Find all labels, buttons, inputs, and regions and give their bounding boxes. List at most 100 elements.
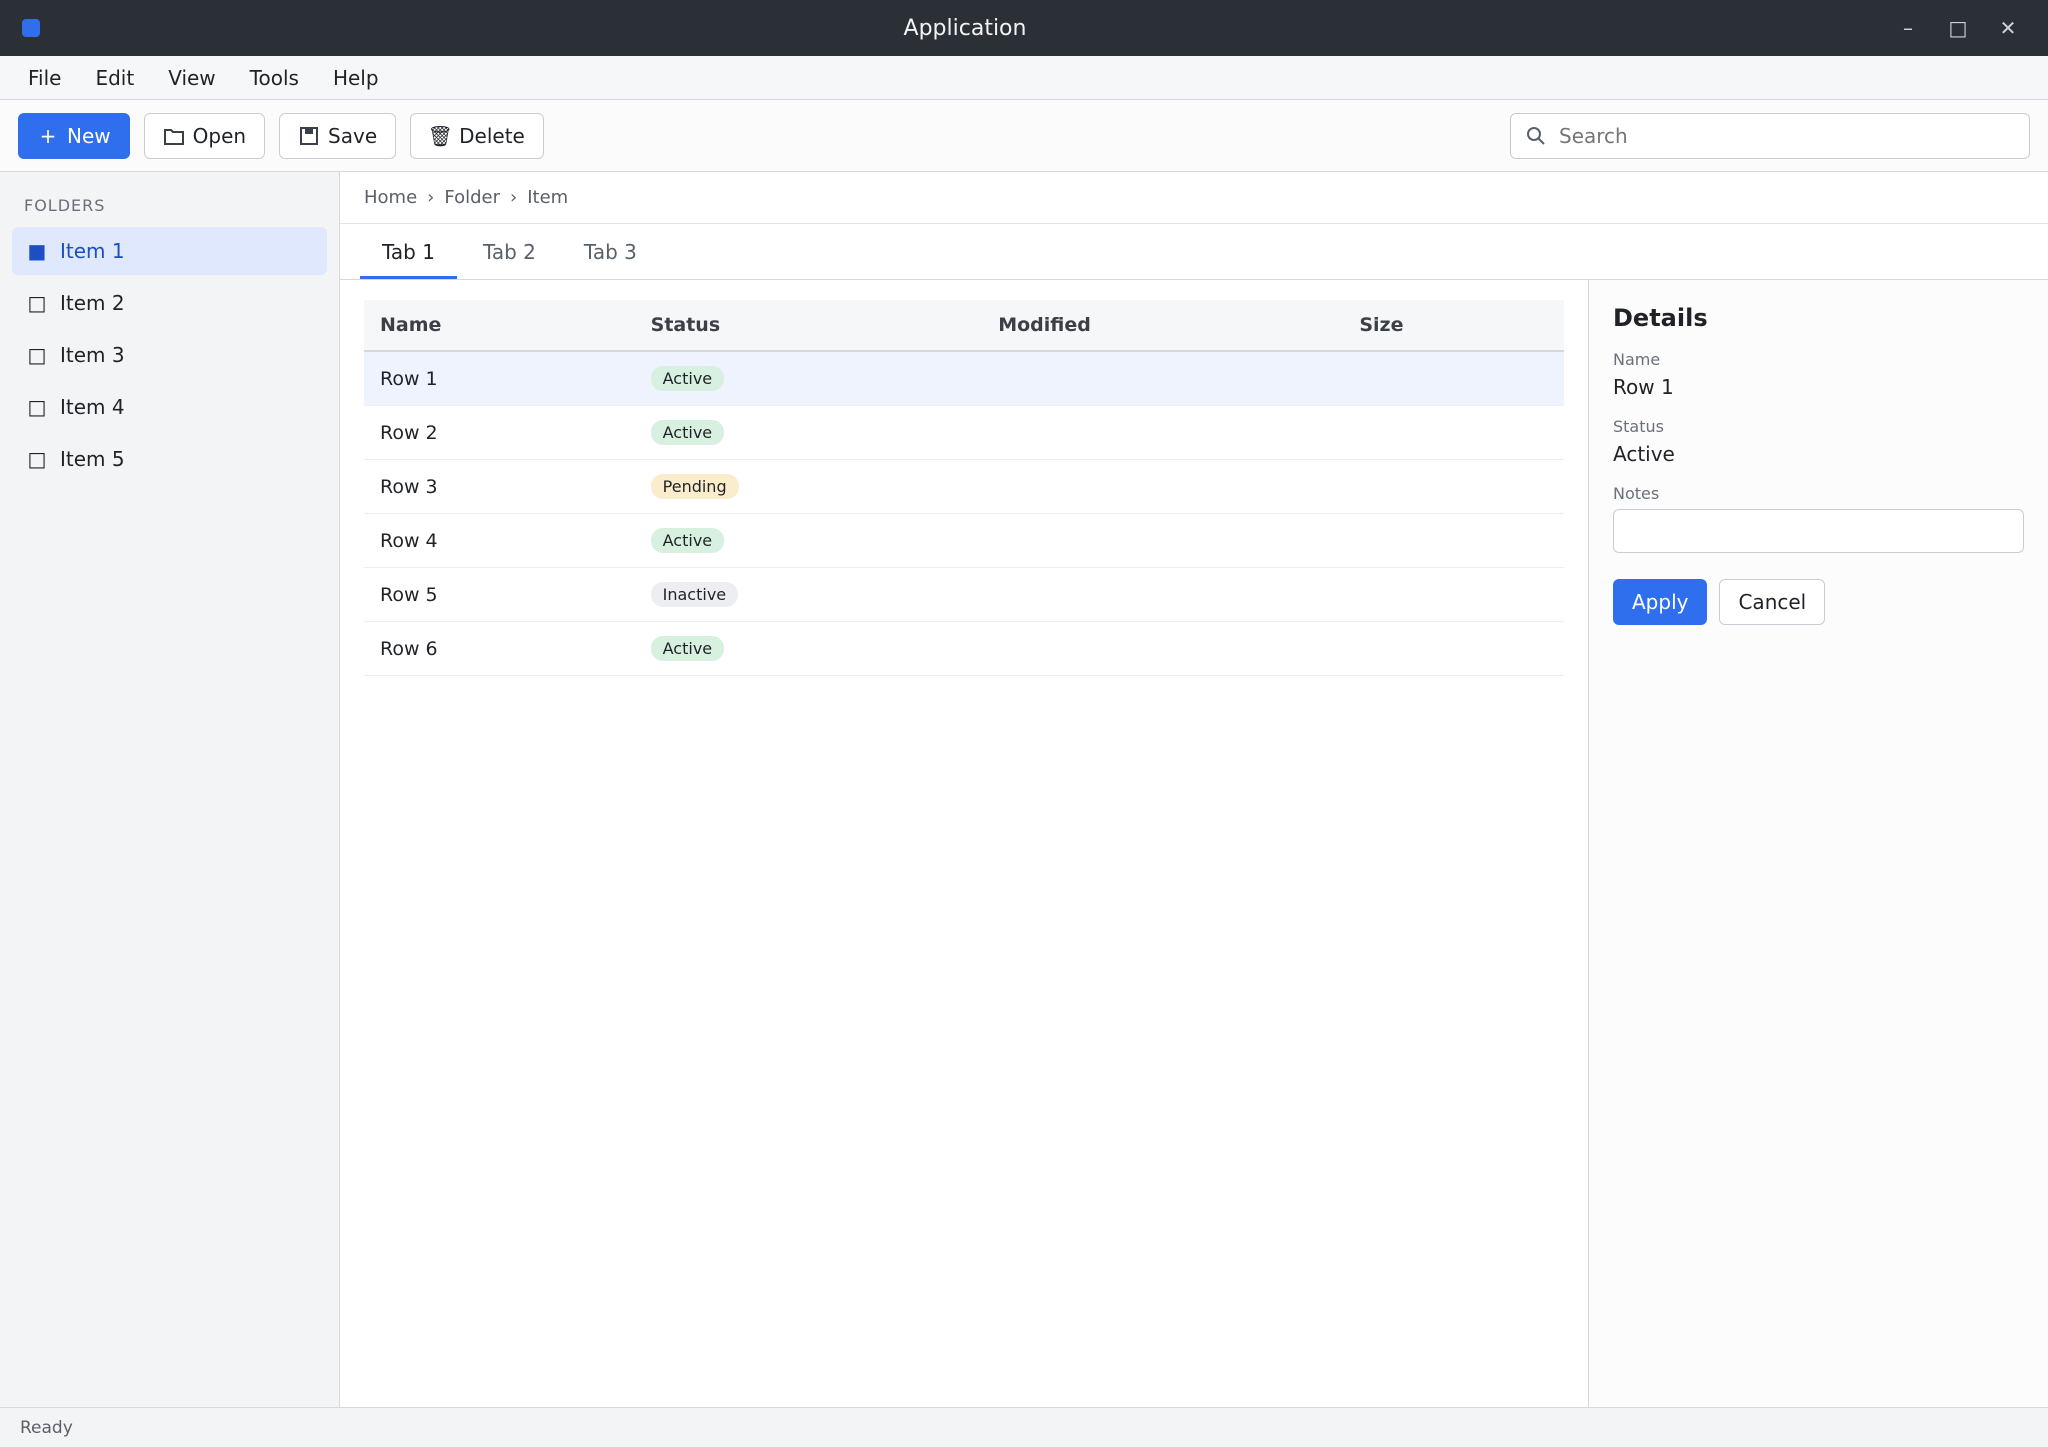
- details-field: Status Active: [1613, 417, 2024, 466]
- sidebar-item-3[interactable]: □ Item 3: [12, 331, 327, 379]
- table-header-row: Name Status Modified Size: [364, 300, 1564, 352]
- column-header[interactable]: Name: [364, 300, 635, 352]
- tab-2[interactable]: Tab 2: [482, 240, 536, 264]
- sidebar-heading: FOLDERS: [24, 196, 106, 215]
- search-input[interactable]: [1557, 122, 2015, 149]
- field-value: Active: [1613, 442, 1675, 466]
- sidebar: FOLDERS ■ Item 1 □ Item 2 □ Item 3 □ Ite…: [0, 172, 340, 1407]
- notes-input[interactable]: [1613, 509, 2024, 553]
- menu-file[interactable]: File: [28, 65, 62, 90]
- table-cell: [982, 459, 1344, 514]
- sidebar-item-label: Item 2: [60, 291, 125, 315]
- notes-label: Notes: [1613, 484, 1660, 503]
- folder-icon: [163, 125, 185, 147]
- table-cell: [982, 405, 1344, 460]
- sidebar-item-4[interactable]: □ Item 4: [12, 383, 327, 431]
- table-cell: Row 3: [364, 459, 635, 514]
- details-field: Notes: [1613, 484, 2024, 553]
- sidebar-item-1[interactable]: ■ Item 1: [12, 227, 327, 275]
- chevron-right-icon: ›: [510, 187, 518, 208]
- delete-button-label: Delete: [459, 123, 525, 148]
- menu-help[interactable]: Help: [332, 65, 379, 90]
- folder-icon: □: [27, 291, 47, 315]
- table-row[interactable]: Row 5 Inactive: [364, 567, 1564, 622]
- maximize-icon[interactable]: □: [1948, 16, 1968, 40]
- field-label: Status: [1613, 417, 1664, 436]
- chevron-right-icon: ›: [427, 187, 435, 208]
- status-badge: Pending: [650, 474, 739, 499]
- status-text: Ready: [20, 1417, 73, 1438]
- menu-tools[interactable]: Tools: [249, 65, 299, 90]
- breadcrumb: Home › Folder › Item: [340, 172, 2048, 224]
- window-controls: – □ ✕: [1888, 12, 2028, 44]
- search-box[interactable]: [1510, 112, 2030, 159]
- table-cell: [982, 621, 1344, 676]
- details-field: Name Row 1: [1613, 350, 2024, 399]
- table-cell: Row 4: [364, 513, 635, 568]
- tab-1[interactable]: Tab 1: [360, 228, 457, 279]
- table-cell: [1343, 351, 1564, 406]
- table-cell: [1343, 567, 1564, 622]
- table-cell: Row 6: [364, 621, 635, 676]
- table-row[interactable]: Row 2 Active: [364, 405, 1564, 460]
- app-logo-icon: [20, 17, 42, 39]
- cancel-button[interactable]: Cancel: [1719, 579, 1826, 625]
- table-row[interactable]: Row 4 Active: [364, 513, 1564, 568]
- table-cell: [1343, 621, 1564, 676]
- minimize-icon[interactable]: –: [1903, 16, 1913, 40]
- open-button[interactable]: Open: [143, 112, 266, 159]
- new-button[interactable]: + New: [18, 112, 130, 159]
- status-badge: Active: [650, 636, 725, 661]
- status-badge: Active: [650, 420, 725, 445]
- folder-icon: ■: [27, 239, 47, 263]
- sidebar-item-label: Item 3: [60, 343, 125, 367]
- sidebar-item-label: Item 4: [60, 395, 125, 419]
- save-button-label: Save: [328, 123, 378, 148]
- tab-bar: Tab 1 Tab 2 Tab 3: [340, 224, 2048, 280]
- sidebar-item-label: Item 1: [60, 239, 125, 263]
- status-badge: Active: [650, 528, 725, 553]
- table-row[interactable]: Row 3 Pending: [364, 459, 1564, 514]
- delete-button[interactable]: 🗑 Delete: [410, 112, 544, 159]
- breadcrumb-item[interactable]: Folder: [444, 187, 500, 208]
- column-header[interactable]: Status: [634, 300, 983, 352]
- status-badge: Active: [650, 366, 725, 391]
- table-cell: [982, 567, 1344, 622]
- table-cell: [982, 513, 1344, 568]
- search-icon: [1525, 125, 1547, 147]
- folder-icon: □: [27, 395, 47, 419]
- breadcrumb-item[interactable]: Home: [364, 187, 418, 208]
- toolbar: + New Open Save 🗑 Delete: [0, 100, 2048, 172]
- folder-icon: □: [27, 447, 47, 471]
- open-button-label: Open: [192, 123, 247, 148]
- column-header[interactable]: Size: [1343, 300, 1564, 352]
- details-actions: Apply Cancel: [1613, 579, 2024, 625]
- data-table: Name Status Modified Size Row 1 Active: [364, 300, 1564, 676]
- table-row[interactable]: Row 6 Active: [364, 621, 1564, 676]
- apply-button[interactable]: Apply: [1613, 579, 1708, 625]
- content-area: Name Status Modified Size Row 1 Active: [340, 280, 2048, 1407]
- plus-icon: +: [39, 123, 57, 148]
- field-value: Row 1: [1613, 375, 1674, 399]
- folder-icon: □: [27, 343, 47, 367]
- table-row[interactable]: Row 1 Active: [364, 351, 1564, 406]
- details-title: Details: [1613, 304, 1708, 332]
- table-cell: [1343, 513, 1564, 568]
- trash-icon: 🗑: [427, 123, 453, 148]
- menu-edit[interactable]: Edit: [95, 65, 135, 90]
- title-bar: Application – □ ✕: [0, 0, 2048, 56]
- tab-3[interactable]: Tab 3: [583, 240, 637, 264]
- save-button[interactable]: Save: [279, 112, 397, 159]
- column-header[interactable]: Modified: [982, 300, 1344, 352]
- table-cell: [982, 351, 1344, 406]
- sidebar-item-2[interactable]: □ Item 2: [12, 279, 327, 327]
- close-icon[interactable]: ✕: [1999, 16, 2017, 40]
- app-body: FOLDERS ■ Item 1 □ Item 2 □ Item 3 □ Ite…: [0, 172, 2048, 1407]
- status-badge: Inactive: [650, 582, 739, 607]
- save-icon: [298, 125, 320, 147]
- menu-view[interactable]: View: [168, 65, 216, 90]
- sidebar-item-5[interactable]: □ Item 5: [12, 435, 327, 483]
- table-cell: Row 5: [364, 567, 635, 622]
- menu-bar: File Edit View Tools Help: [0, 56, 2048, 100]
